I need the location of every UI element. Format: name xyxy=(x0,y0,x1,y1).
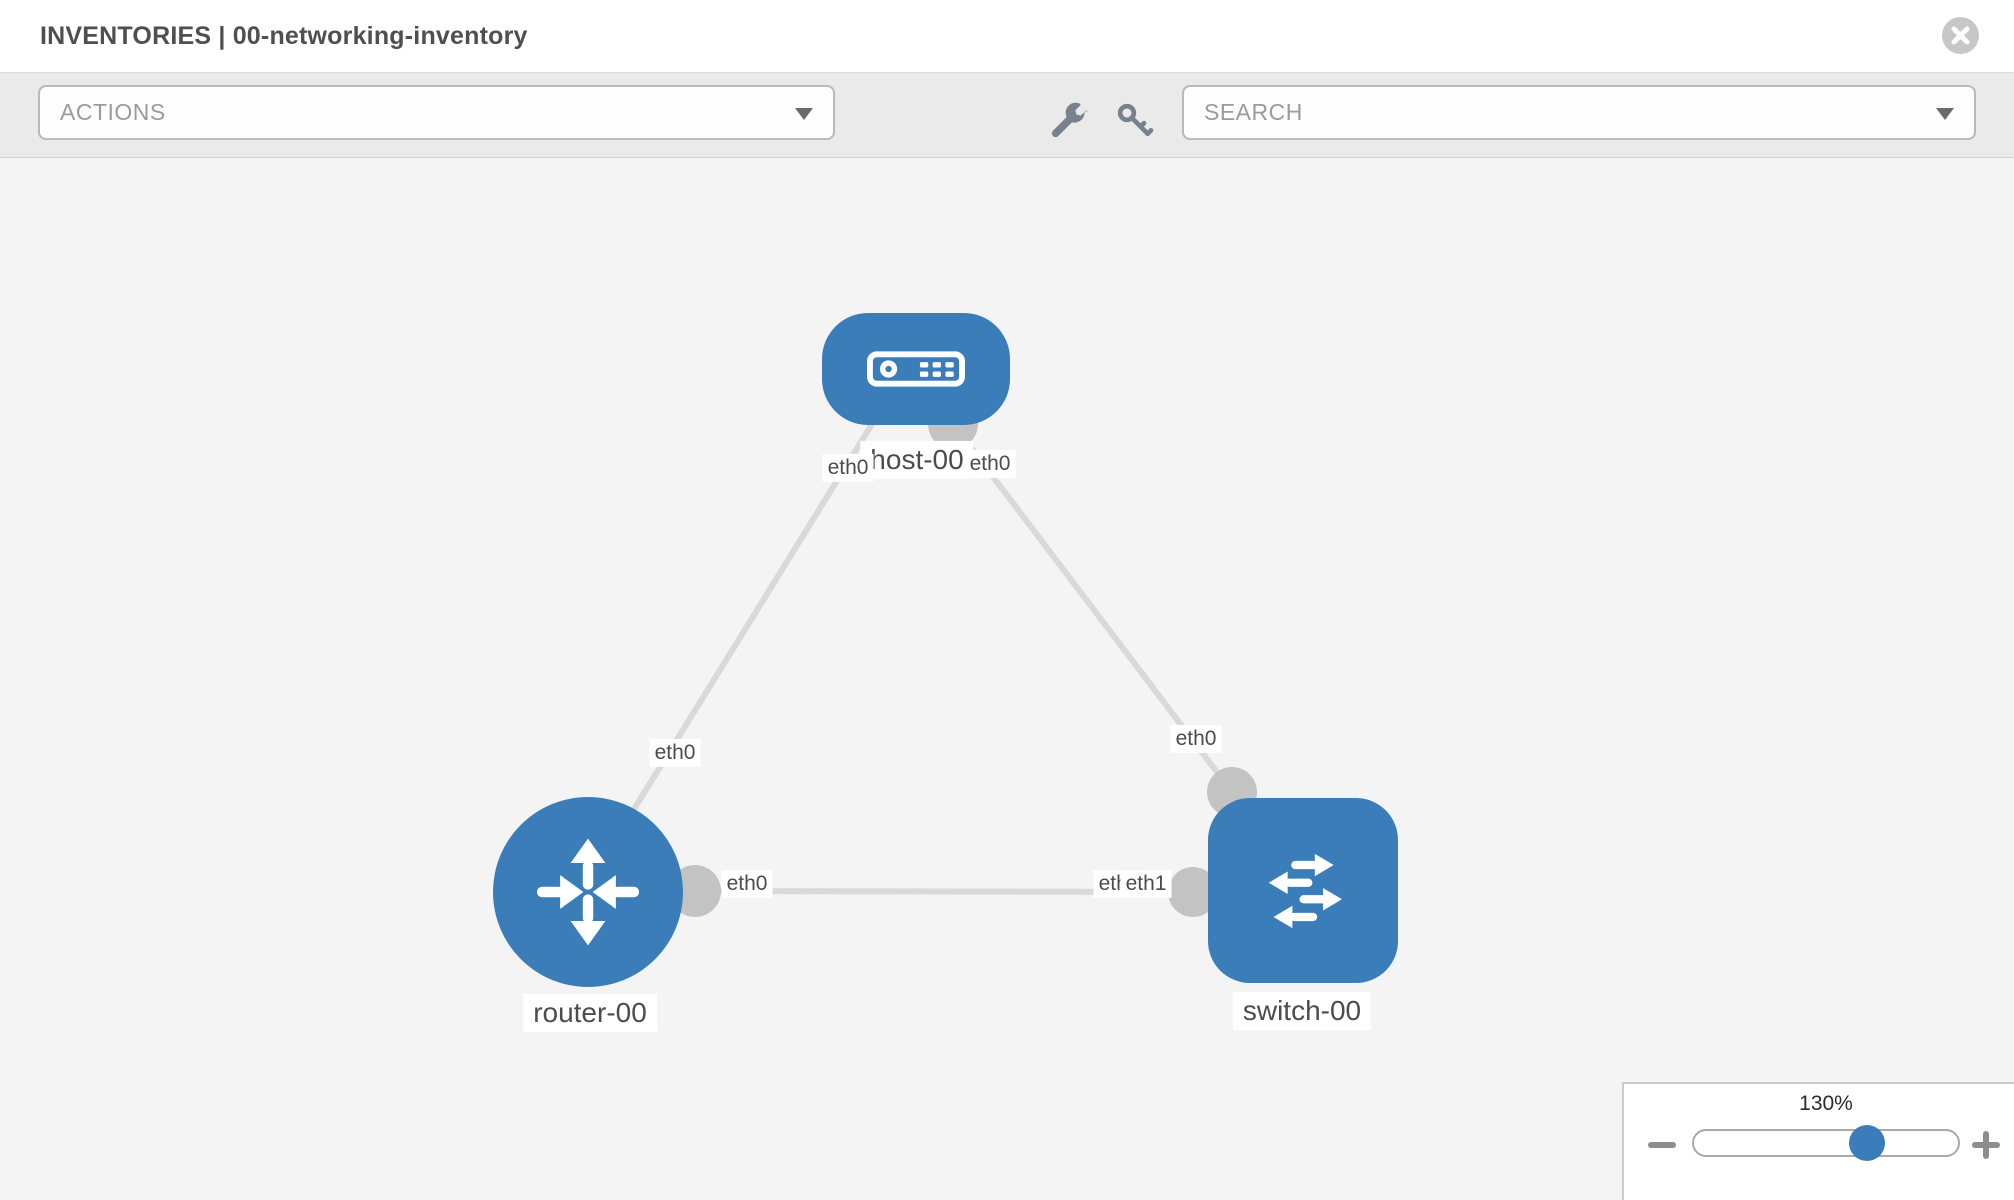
switch-device-icon xyxy=(1268,853,1342,928)
actions-dropdown-label: ACTIONS xyxy=(60,99,166,125)
topology-edges xyxy=(607,401,1235,895)
zoom-level: 130% xyxy=(1799,1092,1853,1115)
node-switch-00[interactable] xyxy=(1208,798,1398,983)
zoom-panel: 130% xyxy=(1622,1082,2014,1200)
router-device-icon xyxy=(536,838,640,946)
interface-label-router-eth0-right: eth0 xyxy=(721,869,773,899)
page-title: INVENTORIES | 00-networking-inventory xyxy=(40,22,528,50)
interface-label-host-eth0-left: eth0 xyxy=(822,453,874,483)
search-dropdown-label: SEARCH xyxy=(1204,99,1303,125)
key-button[interactable] xyxy=(1113,99,1157,143)
zoom-in-button[interactable] xyxy=(1970,1131,2002,1159)
interface-label-switch-eth1: eth1 xyxy=(1120,869,1172,899)
interface-label-router-eth0-top: eth0 xyxy=(649,738,701,768)
chevron-down-icon xyxy=(1936,108,1954,120)
interface-label-host-eth0-right: eth0 xyxy=(964,449,1016,479)
title-bar: INVENTORIES | 00-networking-inventory xyxy=(0,0,2014,73)
minus-icon xyxy=(1648,1142,1676,1148)
topology-canvas[interactable]: host-00 router-00 switch-00 eth0 eth0 et… xyxy=(0,158,2014,1200)
zoom-slider-thumb[interactable] xyxy=(1849,1125,1885,1161)
toolbar: ACTIONS SEARCH xyxy=(0,73,2014,158)
node-label-router-00: router-00 xyxy=(523,993,657,1033)
node-router-00[interactable] xyxy=(493,797,683,987)
interface-label-switch-eth0-top: eth0 xyxy=(1170,724,1222,754)
close-icon xyxy=(1951,26,1970,45)
zoom-slider[interactable] xyxy=(1692,1125,1960,1161)
node-label-host-00: host-00 xyxy=(860,440,974,480)
wrench-icon xyxy=(1051,102,1088,138)
key-icon xyxy=(1117,103,1154,137)
wrench-tools-button[interactable] xyxy=(1049,99,1093,143)
search-dropdown[interactable]: SEARCH xyxy=(1182,85,1976,140)
host-device-icon xyxy=(867,351,965,387)
plus-icon xyxy=(1972,1131,2000,1159)
actions-dropdown[interactable]: ACTIONS xyxy=(38,85,835,140)
zoom-out-button[interactable] xyxy=(1646,1132,1678,1158)
chevron-down-icon xyxy=(795,108,813,120)
close-button[interactable] xyxy=(1942,17,1979,54)
node-host-00[interactable] xyxy=(822,313,1010,425)
node-label-switch-00: switch-00 xyxy=(1232,991,1372,1031)
